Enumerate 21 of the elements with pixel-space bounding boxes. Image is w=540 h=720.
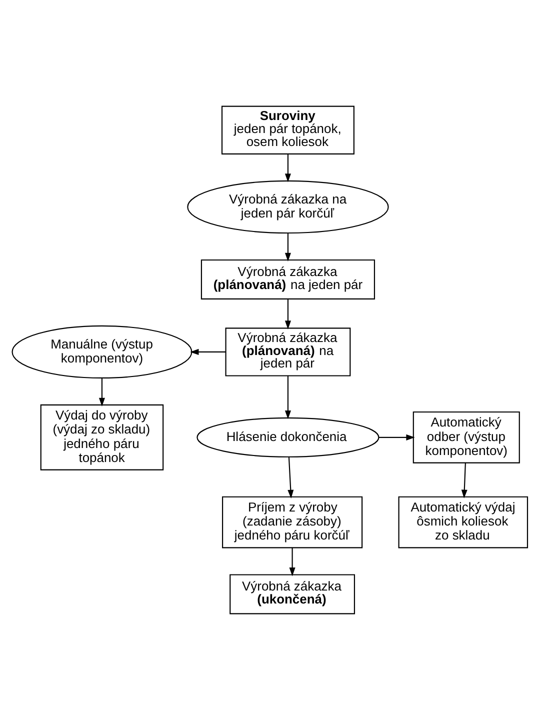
node-box: Výdaj do výroby (výdaj zo skladu) jedného páru topánok (40, 404, 164, 470)
node-box: Automatický výdaj ôsmich koliesok zo skladu (398, 496, 528, 548)
arrow (288, 457, 294, 498)
node-box: Automatický odber (výstup komponentov) (412, 411, 520, 464)
arrow (190, 348, 226, 355)
arrow (98, 378, 105, 406)
arrow (378, 434, 415, 440)
arrow (284, 299, 291, 330)
node-ellipse: Manuálne (výstup komponentov) (12, 325, 192, 379)
arrow (284, 154, 291, 182)
node-box: Suroviny jeden pár topánok, osem koliesok (221, 106, 354, 154)
node-box: Príjem z výroby (zadanie zásoby) jedného páru korčúľ (222, 496, 363, 548)
node-ellipse: Výrobná zákazka na jeden pár korčúľ (187, 180, 389, 234)
arrow (284, 233, 291, 262)
node-ellipse: Hlásenie dokončenia (196, 417, 380, 458)
arrow (289, 548, 296, 576)
node-box: Výrobná zákazka (plánovaná) na jeden pár (200, 259, 376, 300)
node-box: Výrobná zákazka (plánovaná) na jeden pár (225, 328, 351, 376)
node-box: Výrobná zákazka (ukončená) (230, 574, 356, 614)
arrow (461, 462, 468, 498)
arrow (284, 376, 291, 420)
